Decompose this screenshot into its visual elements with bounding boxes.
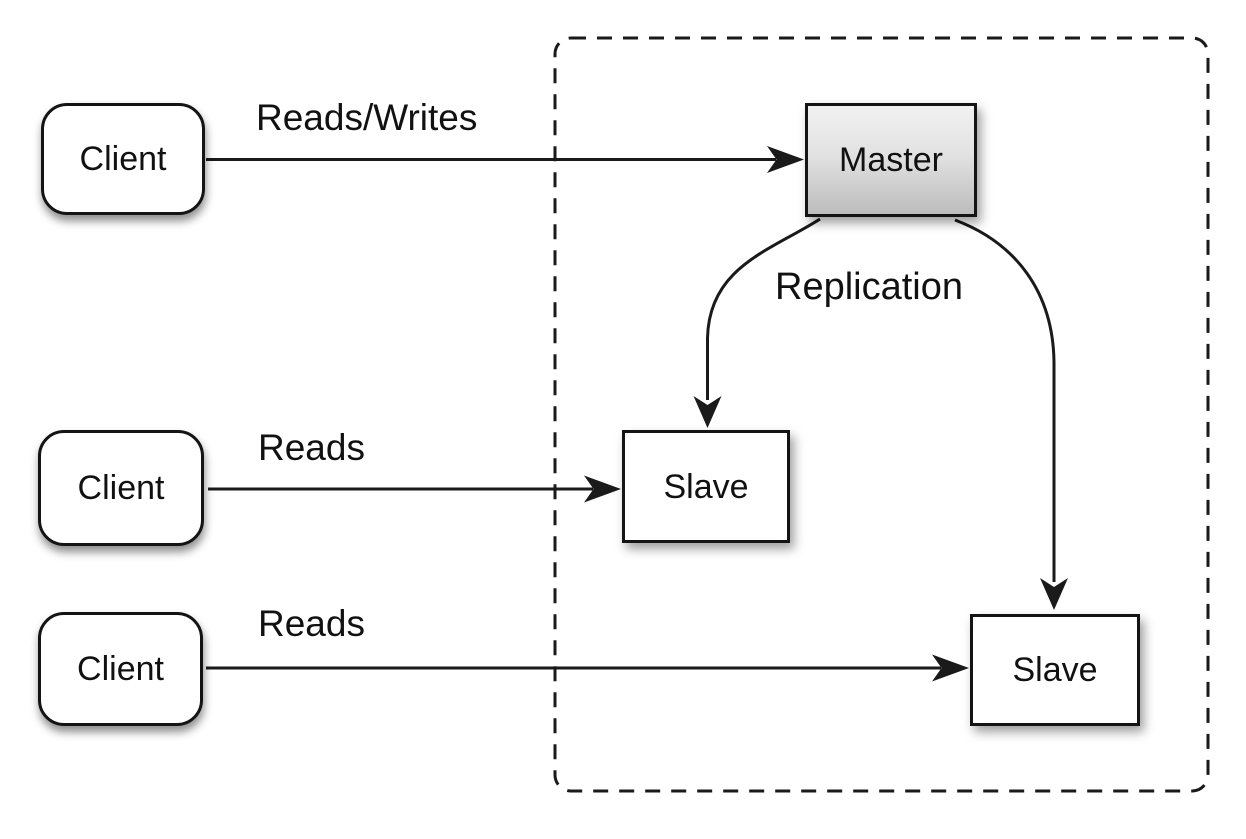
- node-client-top: Client: [41, 103, 205, 215]
- node-slave-right-label: Slave: [1012, 651, 1098, 689]
- node-slave-left: Slave: [622, 430, 790, 543]
- node-client-bottom-label: Client: [77, 650, 164, 688]
- edge-label-replication: Replication: [775, 266, 963, 308]
- node-slave-right: Slave: [970, 614, 1140, 726]
- edge-client-middle-to-slave-left-arrowhead: [584, 475, 621, 503]
- node-client-top-label: Client: [79, 140, 167, 178]
- edge-master-to-slave-right-curve: [954, 218, 1056, 582]
- edge-master-to-slave-left-arrowhead: [693, 396, 722, 428]
- node-client-middle-label: Client: [77, 469, 165, 507]
- replication-group-boundary: [553, 36, 1210, 793]
- edge-label-reads-middle: Reads: [258, 427, 365, 468]
- node-client-bottom: Client: [38, 612, 203, 726]
- edge-client-top-to-master-arrowhead: [767, 146, 804, 173]
- node-master-label: Master: [839, 141, 943, 179]
- node-master: Master: [805, 103, 977, 217]
- edge-label-reads-writes: Reads/Writes: [256, 97, 478, 138]
- node-slave-left-label: Slave: [663, 467, 749, 506]
- edge-client-bottom-to-slave-right-arrowhead: [932, 654, 969, 682]
- edge-master-to-slave-left-curve: [706, 217, 821, 400]
- edge-master-to-slave-right-arrowhead: [1040, 578, 1068, 610]
- node-client-middle: Client: [38, 430, 204, 546]
- edge-label-reads-bottom: Reads: [258, 603, 365, 644]
